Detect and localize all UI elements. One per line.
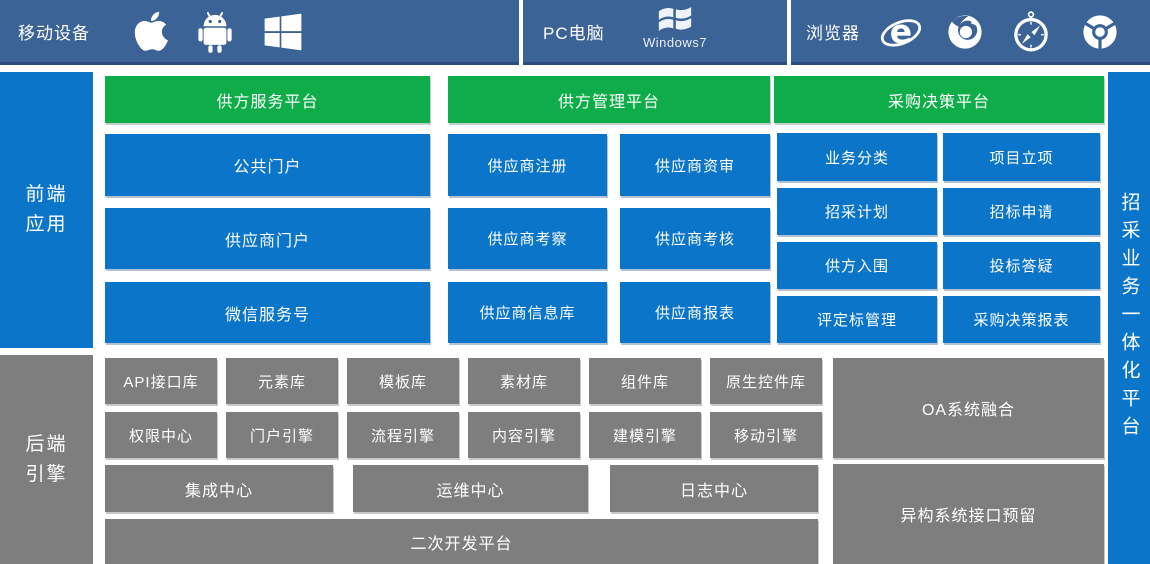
chrome-icon	[1079, 10, 1121, 54]
header-supplier-service-platform: 供方服务平台	[105, 76, 430, 123]
box-heterogeneous-system-interface-reserve: 异构系统接口预留	[833, 464, 1104, 564]
box-component-library: 组件库	[589, 358, 701, 404]
box-supplier-registration: 供应商注册	[448, 134, 607, 196]
box-permission-center: 权限中心	[105, 412, 217, 458]
sidebar-frontend-apps: 前端 应用	[0, 72, 93, 348]
apple-icon	[133, 9, 169, 53]
box-business-category: 业务分类	[777, 133, 937, 181]
topbar-mobile-section: 移动设备	[0, 0, 519, 65]
box-supplier-shortlist: 供方入围	[777, 242, 937, 289]
box-integration-center: 集成中心	[105, 465, 333, 512]
ie-icon: e	[878, 10, 924, 54]
android-icon	[196, 10, 234, 54]
windows7-flag-icon	[658, 7, 692, 38]
box-wechat-service-account: 微信服务号	[105, 282, 430, 343]
sidebar-backend-engines: 后端 引擎	[0, 355, 93, 564]
box-procurement-decision-reports: 采购决策报表	[943, 296, 1100, 343]
box-public-portal: 公共门户	[105, 134, 430, 196]
header-procurement-decision-platform: 采购决策平台	[774, 76, 1104, 123]
windows-icon	[262, 11, 304, 53]
box-api-library: API接口库	[105, 358, 217, 404]
box-project-initiation: 项目立项	[943, 133, 1100, 181]
box-mobile-engine: 移动引擎	[710, 412, 822, 458]
box-material-library: 素材库	[468, 358, 580, 404]
mobile-devices-label: 移动设备	[18, 23, 90, 43]
box-oa-system-integration: OA系统融合	[833, 358, 1104, 458]
header-supplier-mgmt-platform: 供方管理平台	[448, 76, 770, 123]
pc-label: PC电脑	[543, 23, 605, 43]
box-bid-qa: 投标答疑	[943, 242, 1100, 289]
box-bid-evaluation-mgmt: 评定标管理	[777, 296, 937, 343]
safari-icon	[1009, 7, 1053, 55]
box-supplier-qualification-review: 供应商资审	[620, 134, 770, 196]
firefox-icon	[944, 10, 986, 54]
box-process-engine: 流程引擎	[347, 412, 459, 458]
box-element-library: 元素库	[226, 358, 338, 404]
box-modeling-engine: 建模引擎	[589, 412, 701, 458]
browser-label: 浏览器	[806, 23, 860, 43]
box-procurement-plan: 招采计划	[777, 188, 937, 235]
windows7-text: Windows7	[643, 35, 707, 50]
topbar-browser-section: 浏览器 e	[791, 0, 1150, 65]
box-supplier-portal: 供应商门户	[105, 208, 430, 269]
box-secondary-dev-platform: 二次开发平台	[105, 519, 818, 564]
box-template-library: 模板库	[347, 358, 459, 404]
windows7-logo: Windows7	[635, 4, 715, 50]
box-supplier-assessment: 供应商考核	[620, 208, 770, 269]
box-supplier-inspection: 供应商考察	[448, 208, 607, 269]
topbar-pc-section: PC电脑 Windows7	[523, 0, 787, 65]
box-content-engine: 内容引擎	[468, 412, 580, 458]
box-supplier-info-library: 供应商信息库	[448, 282, 607, 343]
box-bidding-application: 招标申请	[943, 188, 1100, 235]
rightbar-procurement-integrated-platform: 招采业务一体化平台	[1108, 72, 1150, 564]
box-native-control-library: 原生控件库	[710, 358, 822, 404]
box-supplier-reports: 供应商报表	[620, 282, 770, 343]
box-portal-engine: 门户引擎	[226, 412, 338, 458]
box-operations-center: 运维中心	[353, 465, 588, 512]
box-log-center: 日志中心	[610, 465, 818, 512]
